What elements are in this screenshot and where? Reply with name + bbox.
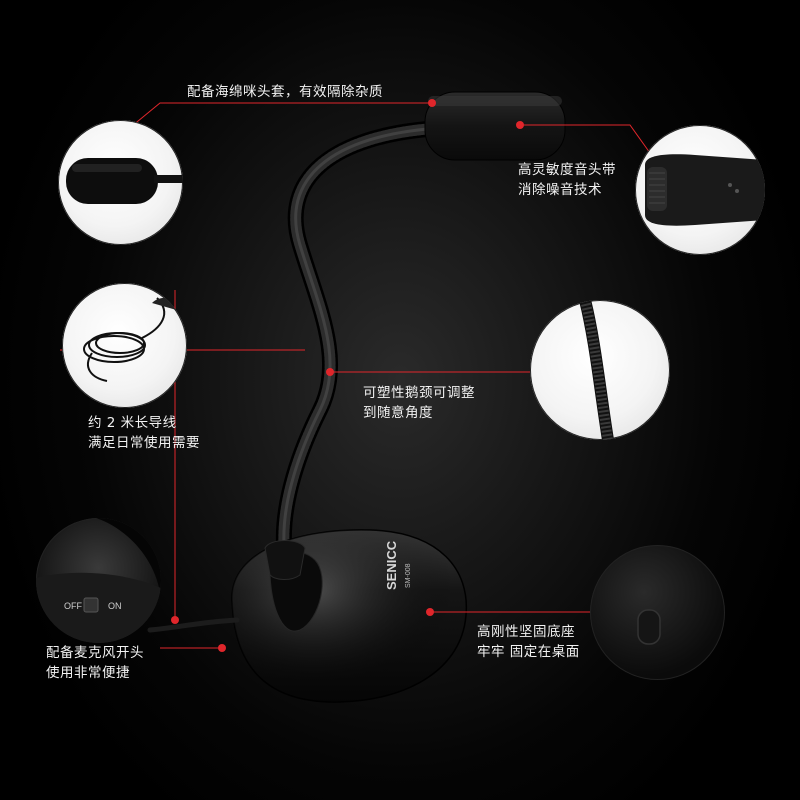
- foam-detail-thumb: [58, 120, 183, 245]
- callout-sensitivity: 高灵敏度音头带 消除噪音技术: [518, 160, 616, 200]
- callout-base-line1: 高刚性坚固底座: [477, 624, 575, 640]
- callout-gooseneck: 可塑性鹅颈可调整 到随意角度: [363, 383, 475, 423]
- callout-sensitivity-line2: 消除噪音技术: [518, 182, 602, 198]
- callout-gooseneck-line1: 可塑性鹅颈可调整: [363, 385, 475, 401]
- callout-sensitivity-line1: 高灵敏度音头带: [518, 162, 616, 178]
- cable-detail-thumb: [62, 283, 187, 408]
- base-pad-detail-thumb: [590, 545, 725, 680]
- callout-cable: 约 2 米长导线 满足日常使用需要: [88, 413, 200, 453]
- brand-label: SENICC: [384, 540, 399, 590]
- callout-base: 高刚性坚固底座 牢牢 固定在桌面: [477, 622, 580, 662]
- callout-base-line2: 牢牢 固定在桌面: [477, 644, 580, 660]
- switch-icon: [83, 597, 99, 613]
- gooseneck-detail-thumb: [530, 300, 670, 440]
- callout-foam-text: 配备海绵咪头套，有效隔除杂质: [187, 84, 383, 100]
- switch-detail-thumb: OFF ON: [36, 518, 161, 643]
- base-pad-icon: [637, 609, 661, 645]
- cable-icon: [147, 617, 240, 633]
- model-label: SM-008: [405, 563, 412, 588]
- callout-cable-line1: 约 2 米长导线: [88, 415, 177, 431]
- cable-coil-icon: [83, 297, 166, 382]
- microphone-foam-icon: [424, 91, 566, 161]
- callout-switch: 配备麦克风开头 使用非常便捷: [46, 643, 144, 683]
- microphone-head-icon: [645, 154, 765, 226]
- switch-on-label: ON: [108, 601, 122, 611]
- callout-cable-line2: 满足日常使用需要: [88, 435, 200, 451]
- callout-dots: [171, 99, 524, 652]
- callout-switch-line2: 使用非常便捷: [46, 665, 130, 681]
- callout-switch-line1: 配备麦克风开头: [46, 645, 144, 661]
- callout-gooseneck-line2: 到随意角度: [363, 405, 433, 421]
- callout-foam: 配备海绵咪头套，有效隔除杂质: [187, 82, 383, 102]
- mic-head-detail-thumb: [635, 125, 765, 255]
- switch-off-label: OFF: [64, 601, 82, 611]
- gooseneck-icon: [278, 122, 446, 551]
